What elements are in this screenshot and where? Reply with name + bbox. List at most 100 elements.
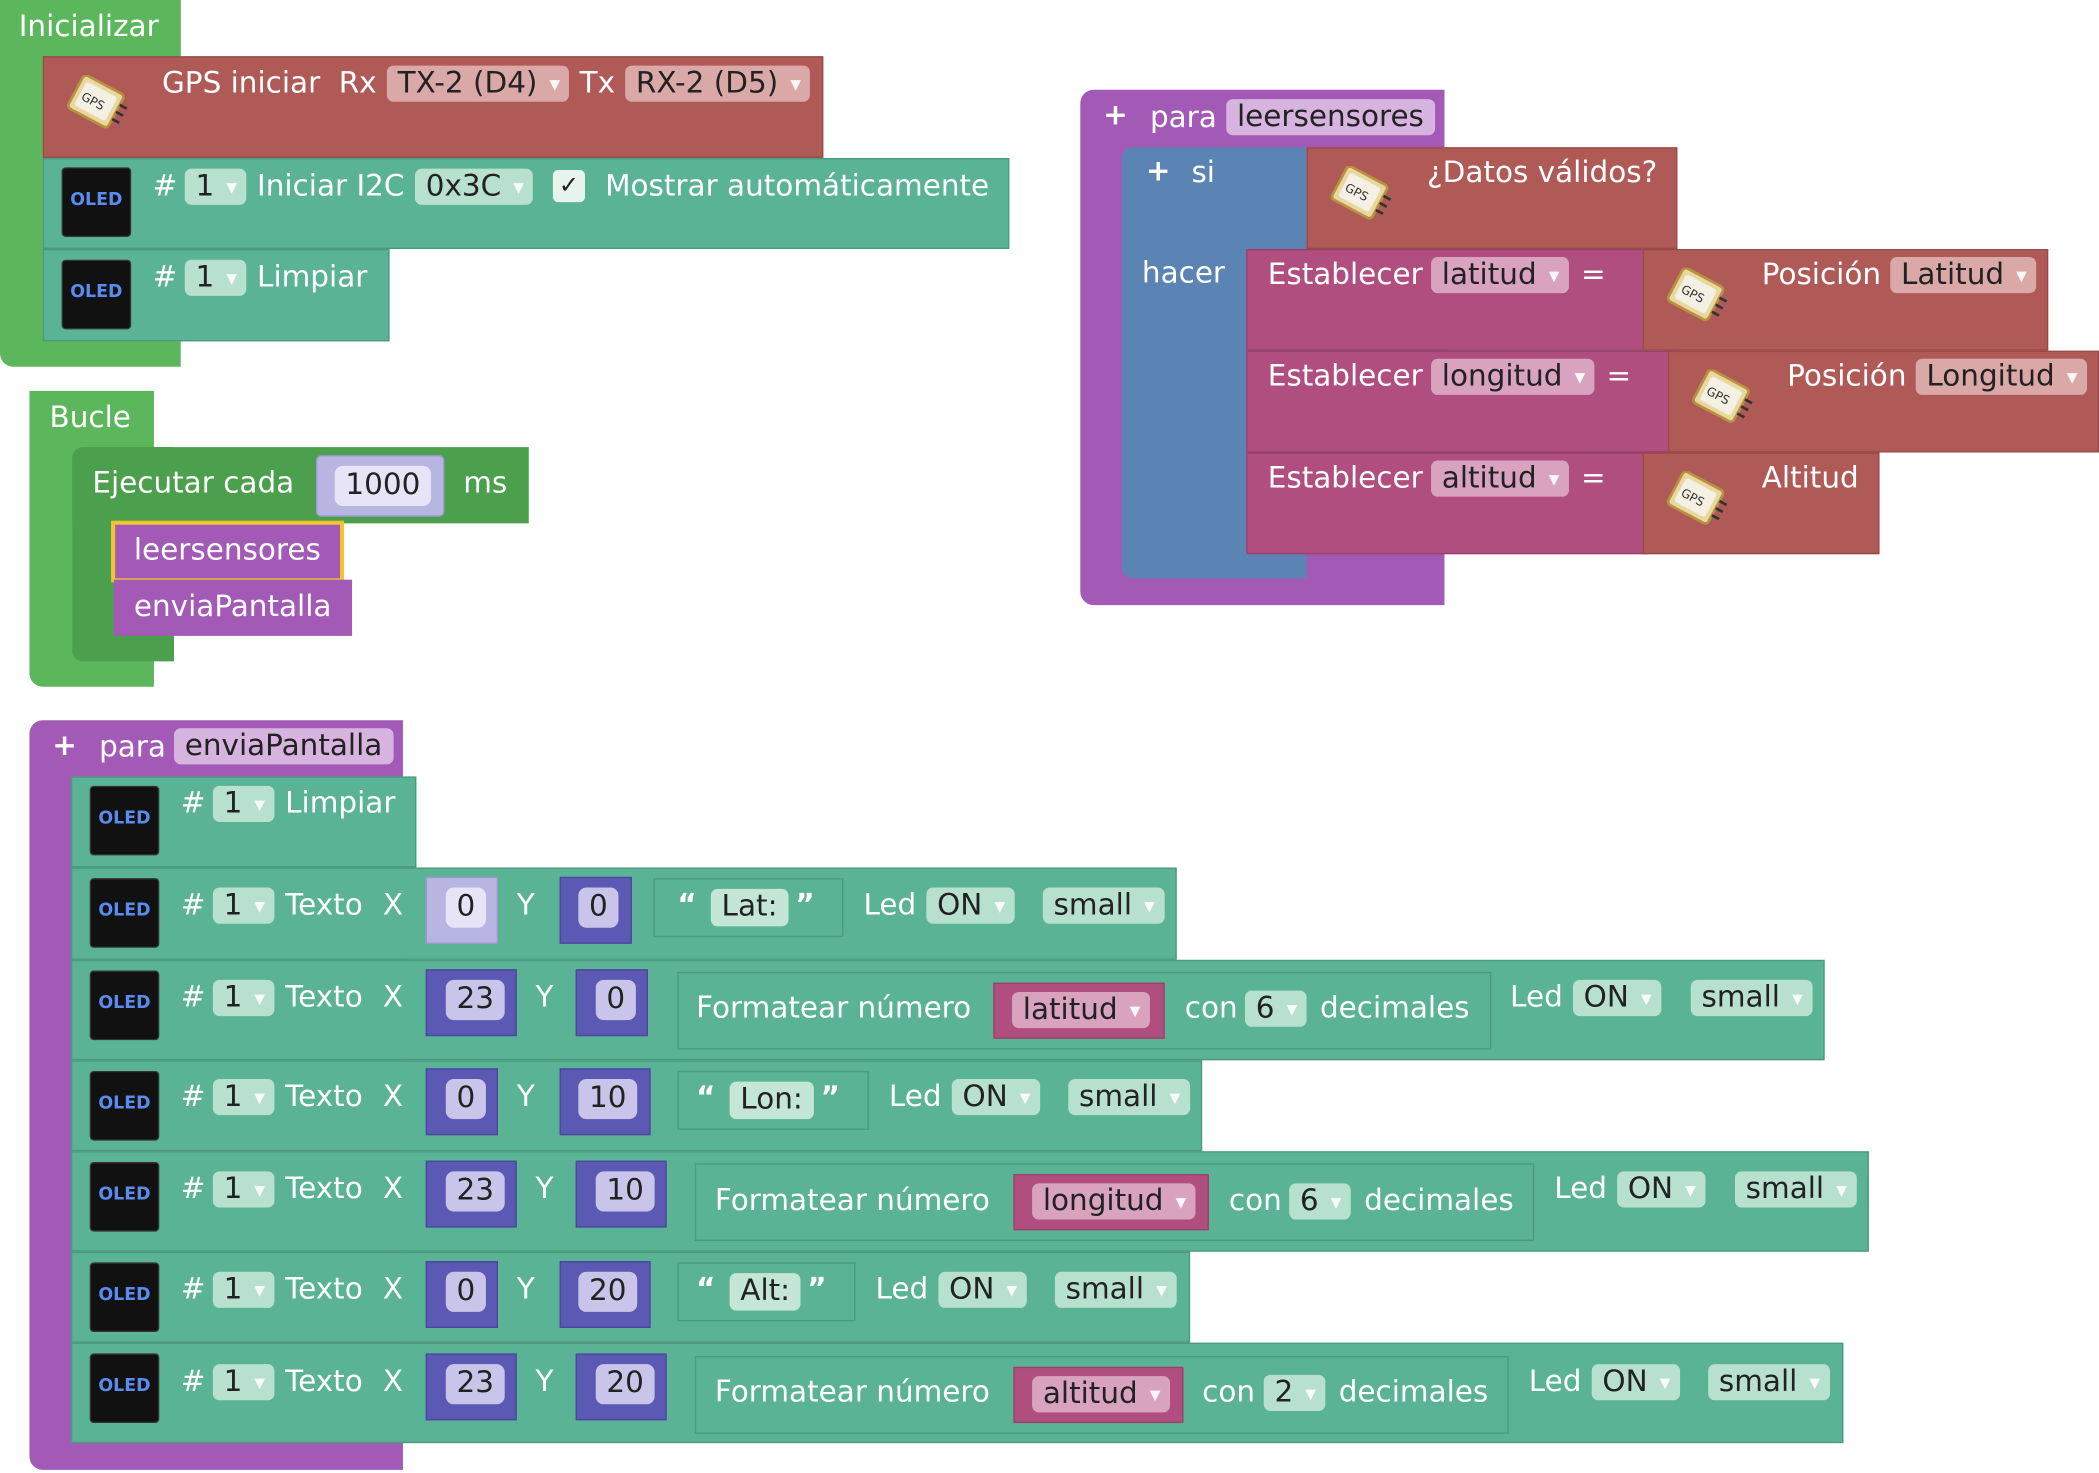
gps-module-icon: GPS [1330,165,1392,220]
led-dropdown[interactable]: ON [1591,1364,1680,1401]
variable-dropdown[interactable]: altitud [1032,1376,1170,1413]
x-input[interactable]: 23 [445,1364,505,1405]
inicializar-hat [0,0,181,57]
gps-position-dropdown[interactable]: Latitud [1890,257,2037,294]
led-label: Led [863,888,917,923]
y-input[interactable]: 0 [578,887,619,928]
y-label: Y [516,888,535,923]
set-label: Establecer [1267,360,1423,394]
oled-index-dropdown[interactable]: 1 [184,259,247,296]
x-label: X [382,1172,404,1207]
gps-tx-dropdown[interactable]: RX-2 (D5) [625,65,811,102]
led-label: Led [888,1080,942,1114]
oled-index-dropdown[interactable]: 1 [212,979,275,1017]
call-enviapantalla-block[interactable] [113,579,353,636]
procedure-name-field[interactable]: enviaPantalla [174,728,394,765]
led-label: Led [1510,981,1563,1015]
close-quote: ” [820,1081,840,1116]
mutator-plus-icon[interactable]: + [52,729,77,764]
gps-altitude-label: Altitud [1761,461,1859,496]
x-input[interactable]: 0 [445,887,486,928]
y-input[interactable]: 0 [595,979,636,1021]
led-dropdown[interactable]: ON [951,1078,1040,1116]
oled-text-label: Texto [285,1273,363,1307]
oled-index-dropdown[interactable]: 1 [212,1271,275,1308]
oled-address-dropdown[interactable]: 0x3C [414,168,534,205]
interval-input[interactable]: 1000 [334,465,432,507]
oled-hash: # [180,981,206,1015]
close-quote: ” [807,1273,827,1307]
gps-valid-label: ¿Datos válidos? [1427,156,1658,191]
oled-display-icon: OLED [89,1262,160,1333]
gps-rx-dropdown[interactable]: TX-2 (D4) [386,65,570,102]
variable-dropdown[interactable]: latitud [1431,257,1569,294]
oled-index-dropdown[interactable]: 1 [212,785,275,822]
string-input[interactable]: Lat: [710,888,789,927]
variable-dropdown[interactable]: latitud [1012,991,1150,1029]
every-label: Ejecutar cada [92,467,295,501]
decimals-dropdown[interactable]: 6 [1289,1183,1351,1220]
if-mutator-plus-icon[interactable]: + [1145,155,1171,189]
open-quote: “ [696,1081,716,1116]
decimals-dropdown[interactable]: 6 [1244,990,1307,1027]
x-input[interactable]: 0 [445,1078,486,1120]
oled-display-icon: OLED [89,970,160,1041]
decimals-label: decimales [1364,1184,1514,1219]
decimals-dropdown[interactable]: 2 [1263,1374,1326,1411]
size-dropdown[interactable]: small [1054,1271,1177,1308]
oled-display-icon: OLED [89,1070,160,1141]
x-input[interactable]: 0 [445,1271,486,1312]
oled-clear-label: Limpiar [257,261,368,295]
led-dropdown[interactable]: ON [1572,979,1662,1017]
oled-hash: # [180,1365,206,1399]
oled-text-label: Texto [285,1172,363,1207]
oled-index-dropdown[interactable]: 1 [212,1171,275,1208]
oled-index-dropdown[interactable]: 1 [212,887,275,924]
set-label: Establecer [1267,258,1423,292]
open-quote: “ [677,888,697,923]
led-dropdown[interactable]: ON [926,887,1015,924]
oled-display-icon: OLED [89,1161,160,1232]
oled-index-dropdown[interactable]: 1 [184,168,247,205]
gps-position-label: Posición [1761,258,1882,292]
size-dropdown[interactable]: small [1690,979,1813,1017]
variable-dropdown[interactable]: altitud [1431,460,1569,497]
led-dropdown[interactable]: ON [1617,1171,1706,1208]
call-leersensores-block[interactable] [111,520,345,583]
oled-hash: # [180,787,206,821]
oled-index-dropdown[interactable]: 1 [212,1364,275,1401]
oled-index-dropdown[interactable]: 1 [212,1078,275,1116]
bucle-title: Bucle [49,401,131,436]
y-input[interactable]: 20 [595,1364,655,1405]
led-dropdown[interactable]: ON [938,1271,1027,1308]
procedure-name-field[interactable]: leersensores [1226,99,1435,136]
oled-display-icon: OLED [61,259,132,330]
x-input[interactable]: 23 [445,1171,505,1212]
oled-clear-label: Limpiar [285,787,396,821]
open-quote: “ [696,1273,716,1307]
size-dropdown[interactable]: small [1042,887,1165,924]
variable-dropdown[interactable]: longitud [1032,1183,1196,1220]
y-input[interactable]: 20 [578,1271,638,1312]
auto-show-checkbox[interactable]: ✓ [552,170,586,203]
variable-dropdown[interactable]: longitud [1431,358,1595,395]
equals-label: = [1581,461,1606,496]
gps-module-icon: GPS [1666,471,1728,525]
oled-text-label: Texto [285,1080,363,1114]
string-input[interactable]: Alt: [729,1273,801,1311]
size-dropdown[interactable]: small [1708,1364,1830,1401]
size-dropdown[interactable]: small [1734,1171,1857,1208]
x-label: X [382,888,404,923]
y-input[interactable]: 10 [595,1171,655,1212]
equals-label: = [1606,360,1632,394]
oled-hash: # [152,261,178,295]
y-input[interactable]: 10 [578,1078,638,1120]
size-dropdown[interactable]: small [1068,1078,1190,1116]
mutator-plus-icon[interactable]: + [1103,99,1128,133]
x-input[interactable]: 23 [445,979,505,1021]
string-input[interactable]: Lon: [729,1081,814,1120]
gps-module-icon: GPS [67,74,128,129]
y-label: Y [516,1080,535,1114]
gps-position-dropdown[interactable]: Longitud [1915,358,2087,395]
